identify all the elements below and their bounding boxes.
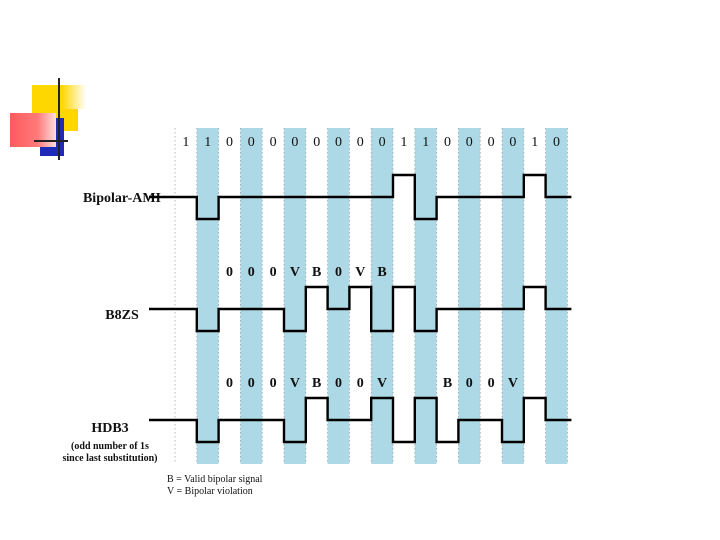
bit-slot-band-5 <box>284 128 306 464</box>
substitution-hdb3-6: B <box>312 376 321 391</box>
bit-10: 1 <box>400 135 407 150</box>
bit-4: 0 <box>270 135 277 150</box>
bit-7: 0 <box>335 135 342 150</box>
substitution-b8zs-5: V <box>290 265 300 280</box>
signal-label-ami: Bipolar-AMI <box>83 191 161 206</box>
substitution-hdb3-2: 0 <box>226 376 233 391</box>
bit-slot-band-13 <box>458 128 481 464</box>
substitution-b8zs-4: 0 <box>270 265 277 280</box>
bit-3: 0 <box>248 135 255 150</box>
substitution-hdb3-12: B <box>443 376 452 391</box>
signal-note-hdb3-1: since last substitution) <box>62 453 157 464</box>
legend: B = Valid bipolar signal V = Bipolar vio… <box>167 474 263 497</box>
substitution-hdb3-8: 0 <box>357 376 364 391</box>
bit-2: 0 <box>226 135 233 150</box>
bit-9: 0 <box>379 135 386 150</box>
substitution-b8zs-9: B <box>377 265 386 280</box>
bit-slot-band-1 <box>196 128 219 464</box>
bit-slot-band-15 <box>502 128 524 464</box>
bit-0: 1 <box>182 135 189 150</box>
bit-5: 0 <box>291 135 298 150</box>
substitution-b8zs-2: 0 <box>226 265 233 280</box>
legend-entry-v: V = Bipolar violation <box>167 486 253 497</box>
substitution-hdb3-15: V <box>508 376 518 391</box>
bit-slot-band-7 <box>327 128 350 464</box>
substitution-hdb3-4: 0 <box>270 376 277 391</box>
waveform-hdb3 <box>149 396 572 444</box>
legend-entry-b: B = Valid bipolar signal <box>167 474 263 485</box>
bit-slot-band-9 <box>371 128 393 464</box>
bit-8: 0 <box>357 135 364 150</box>
substitution-hdb3-9: V <box>377 376 387 391</box>
decor-vertical-line <box>58 78 60 160</box>
decor-horizontal-line <box>34 140 68 142</box>
bit-15: 0 <box>509 135 516 150</box>
bit-17: 0 <box>553 135 560 150</box>
bit-slot-bands <box>196 128 568 464</box>
bit-14: 0 <box>488 135 495 150</box>
substitution-b8zs-6: B <box>312 265 321 280</box>
bit-6: 0 <box>313 135 320 150</box>
bit-1: 1 <box>204 135 211 150</box>
substitution-b8zs-3: 0 <box>248 265 255 280</box>
bit-slot-band-3 <box>240 128 263 464</box>
waveform-b8zs <box>149 285 572 333</box>
substitution-hdb3-5: V <box>290 376 300 391</box>
substitution-b8zs-8: V <box>355 265 365 280</box>
bit-13: 0 <box>466 135 473 150</box>
bit-12: 0 <box>444 135 451 150</box>
substitution-b8zs-7: 0 <box>335 265 342 280</box>
signal-ami: Bipolar-AMI <box>83 173 572 221</box>
signal-label-b8zs: B8ZS <box>105 308 139 323</box>
waveform-ami <box>149 173 572 221</box>
bit-slot-band-17 <box>545 128 568 464</box>
substitution-hdb3-14: 0 <box>488 376 495 391</box>
signal-note-hdb3-0: (odd number of 1s <box>71 441 149 452</box>
signal-label-hdb3: HDB3 <box>91 421 128 436</box>
substitution-hdb3-3: 0 <box>248 376 255 391</box>
bit-slot-band-11 <box>414 128 437 464</box>
bit-16: 1 <box>531 135 538 150</box>
substitution-hdb3-7: 0 <box>335 376 342 391</box>
bit-11: 1 <box>422 135 429 150</box>
decor-yellow-fade <box>62 85 86 109</box>
substitution-hdb3-13: 0 <box>466 376 473 391</box>
